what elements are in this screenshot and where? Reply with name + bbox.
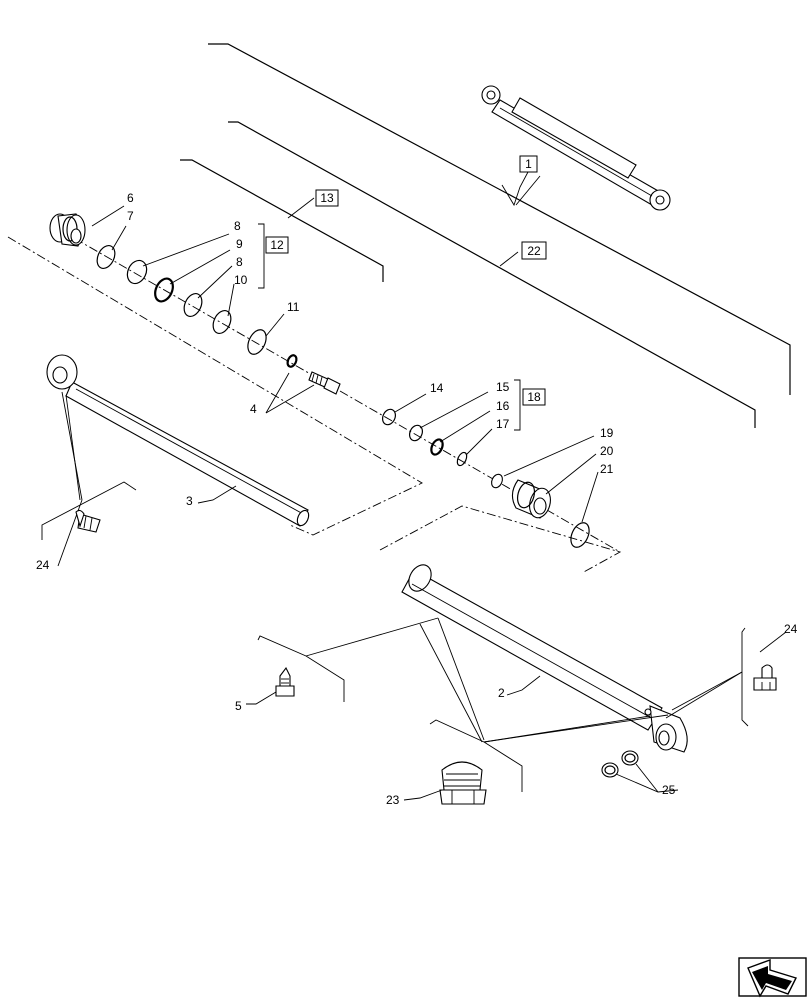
callout-23-leader <box>403 789 443 801</box>
callout-5: 5 <box>235 699 242 713</box>
callout-23: 23 <box>386 793 400 807</box>
callout-leaders-top <box>91 197 599 523</box>
callout-3-leader <box>197 485 237 504</box>
callout-3: 3 <box>186 494 193 508</box>
callout-24-right-leaders <box>665 627 787 727</box>
boxed-callout-22[interactable]: 22 <box>521 241 547 260</box>
callout-1-group <box>501 171 541 207</box>
plug-part-23[interactable] <box>439 761 487 805</box>
cylinder-barrel-part-2[interactable] <box>401 561 688 753</box>
bleed-screw-part-5[interactable] <box>275 666 295 697</box>
callout-25: 25 <box>662 783 676 797</box>
svg-text:22: 22 <box>527 244 541 258</box>
piston-part-6[interactable] <box>49 213 86 247</box>
callout-11: 11 <box>287 300 300 314</box>
backup-ring-part-8[interactable] <box>124 257 150 286</box>
callout-4-leaders <box>265 372 315 414</box>
callout-4: 4 <box>250 402 257 416</box>
svg-text:12: 12 <box>270 238 284 252</box>
wear-ring-part-10[interactable] <box>210 308 235 337</box>
o-ring-part-21[interactable] <box>567 520 592 550</box>
axis-lines <box>7 229 622 574</box>
complete-cylinder-part-1[interactable] <box>481 85 671 211</box>
cylinder-head-part-20[interactable] <box>511 479 553 520</box>
nut-part-4[interactable] <box>286 354 298 368</box>
seal-ring-part-7[interactable] <box>94 243 119 272</box>
svg-text:13: 13 <box>320 191 334 205</box>
piston-rod-part-3[interactable] <box>46 354 311 527</box>
callout-24-left: 24 <box>36 558 50 572</box>
callout-2: 2 <box>498 686 505 700</box>
callout-7: 7 <box>127 209 134 223</box>
bushing-part-25b[interactable] <box>621 750 639 766</box>
seal-part-16[interactable] <box>429 438 445 457</box>
seal-ring-part-9[interactable] <box>152 276 177 305</box>
callout-2-leader <box>506 675 541 696</box>
spacer-part-19[interactable] <box>490 473 505 490</box>
callout-10: 10 <box>234 273 248 287</box>
svg-text:18: 18 <box>527 390 541 404</box>
callout-17: 17 <box>496 417 510 431</box>
callout-8b: 8 <box>236 255 243 269</box>
wear-ring-part-11[interactable] <box>244 327 269 357</box>
callout-24-left-leaders <box>41 391 137 567</box>
callout-20: 20 <box>600 444 614 458</box>
o-ring-part-17[interactable] <box>455 451 468 467</box>
callout-14: 14 <box>430 381 444 395</box>
callout-24-right: 24 <box>784 622 798 636</box>
next-page-arrow-icon[interactable] <box>738 957 807 998</box>
boxed-callout-13[interactable]: 13 <box>315 189 339 207</box>
callout-8a: 8 <box>234 219 241 233</box>
callout-5-leader <box>246 691 277 705</box>
svg-text:1: 1 <box>525 157 532 171</box>
grease-fitting-part-24-right[interactable] <box>753 664 777 691</box>
group-bracket-lines <box>180 43 791 428</box>
callout-16: 16 <box>496 399 510 413</box>
callout-6: 6 <box>127 191 134 205</box>
boxed-callout-18[interactable]: 18 <box>522 388 546 406</box>
callout-labels: 6 7 8 9 8 10 11 4 3 24 14 15 16 17 19 20… <box>36 191 798 807</box>
callout-15: 15 <box>496 380 510 394</box>
bolt-part-4[interactable] <box>308 371 341 395</box>
callout-19: 19 <box>600 426 614 440</box>
backup-ring-part-8b[interactable] <box>181 291 206 320</box>
boxed-callout-12[interactable]: 12 <box>265 236 289 254</box>
callout-25-leaders <box>615 763 679 793</box>
seal-part-14[interactable] <box>380 407 398 427</box>
grease-fitting-part-24-left[interactable] <box>75 509 101 533</box>
seal-part-15[interactable] <box>407 423 425 443</box>
bushing-part-25a[interactable] <box>601 762 619 778</box>
boxed-callout-1[interactable]: 1 <box>519 155 538 173</box>
callout-5-23-leaders <box>257 617 669 792</box>
callout-21: 21 <box>600 462 614 476</box>
callout-9: 9 <box>236 237 243 251</box>
